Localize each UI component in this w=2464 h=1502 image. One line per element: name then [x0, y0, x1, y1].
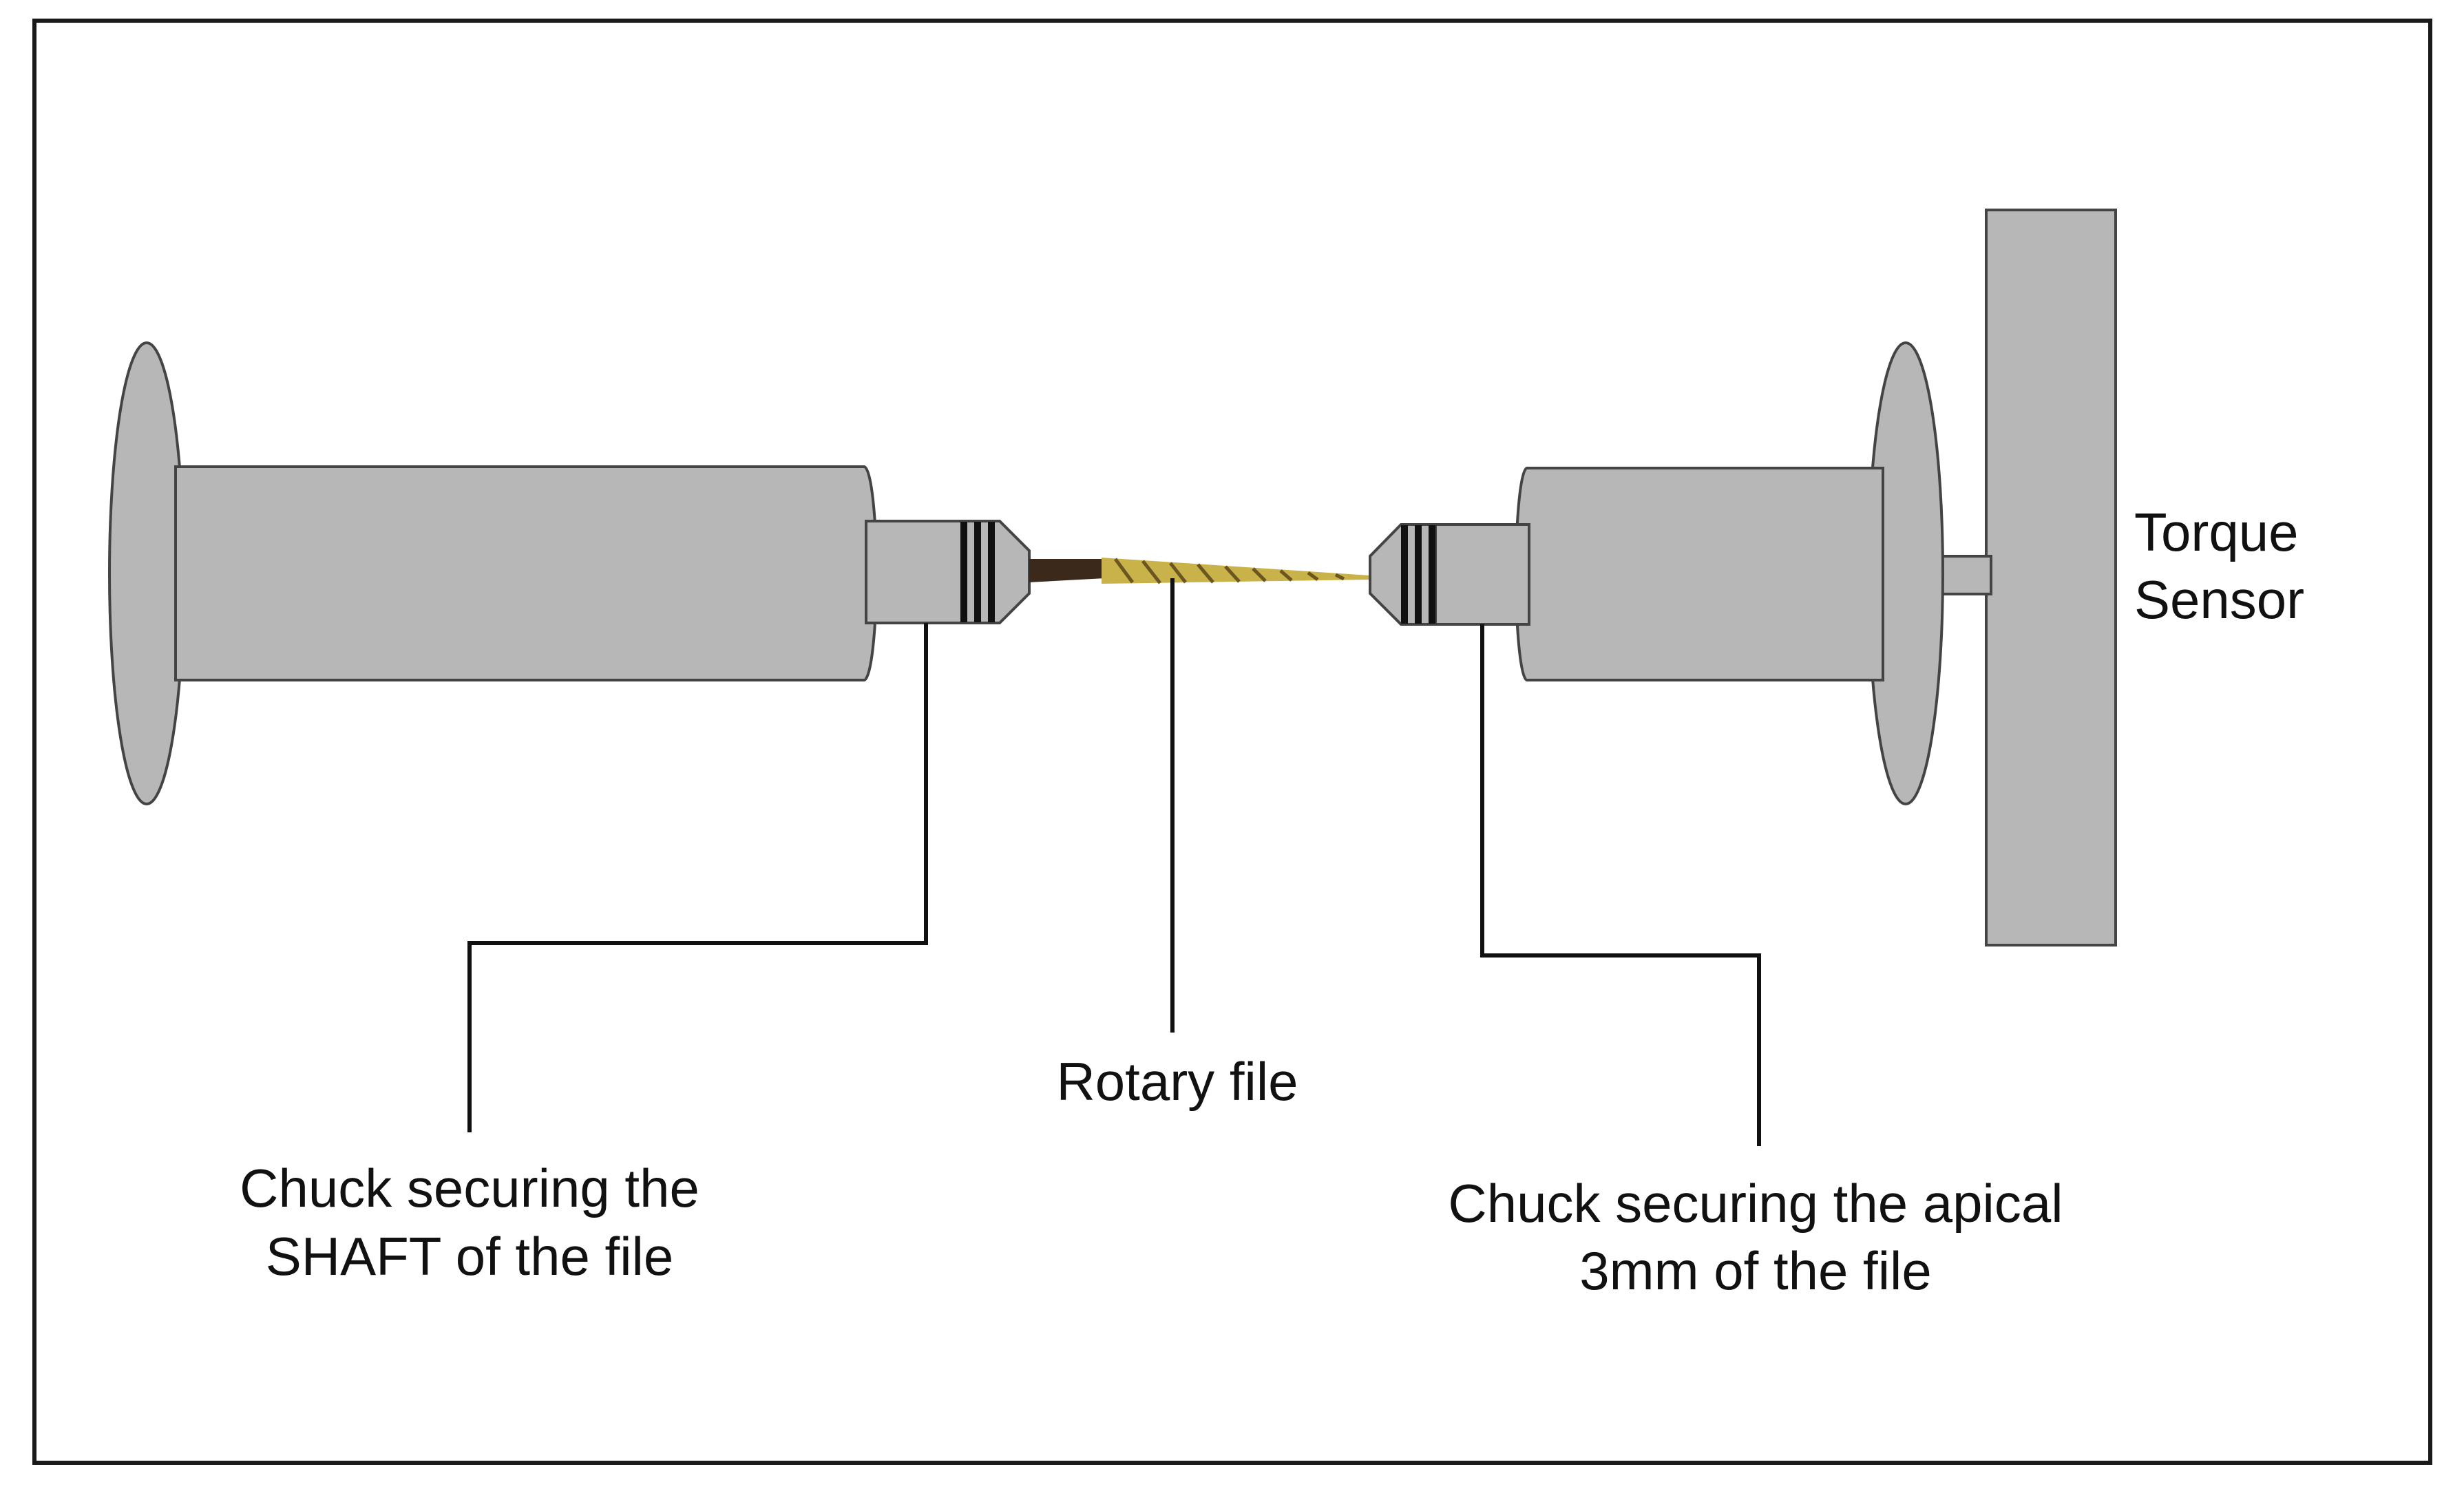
shaft-chuck-label-line1: Chuck securing the: [240, 1158, 699, 1218]
rotary-file: [1029, 558, 1370, 584]
left-motor-cylinder: [174, 465, 878, 681]
left-flange-disc: [108, 341, 185, 805]
file-fluted-blade: [1102, 558, 1370, 584]
shaft-chuck-leader-line: [467, 623, 928, 1132]
file-shank: [1029, 559, 1105, 582]
right-chuck-grip-bands: [1401, 525, 1435, 624]
left-chuck-grip-bands: [960, 522, 995, 622]
right-chuck-collar: [1434, 523, 1530, 626]
apical-chuck-label-line2: 3mm of the file: [1579, 1240, 1932, 1301]
torque-sensor-label-line2: Sensor: [2134, 569, 2304, 630]
shaft-chuck-label-line2: SHAFT of the file: [266, 1226, 673, 1287]
torque-sensor-plate: [1985, 209, 2117, 946]
right-sensor-cylinder: [1515, 467, 1884, 681]
apical-chuck-leader-line: [1480, 624, 1761, 1146]
left-motor-assembly: [108, 341, 1031, 805]
torque-sensor-label-line1: Torque: [2134, 502, 2299, 562]
left-chuck-collar: [865, 520, 964, 624]
right-sensor-assembly: [1369, 341, 1992, 805]
file-spiral-flutes: [1113, 558, 1345, 584]
rotary-file-label: Rotary file: [1056, 1051, 1298, 1112]
apical-chuck-label-line1: Chuck securing the apical: [1448, 1173, 2063, 1234]
